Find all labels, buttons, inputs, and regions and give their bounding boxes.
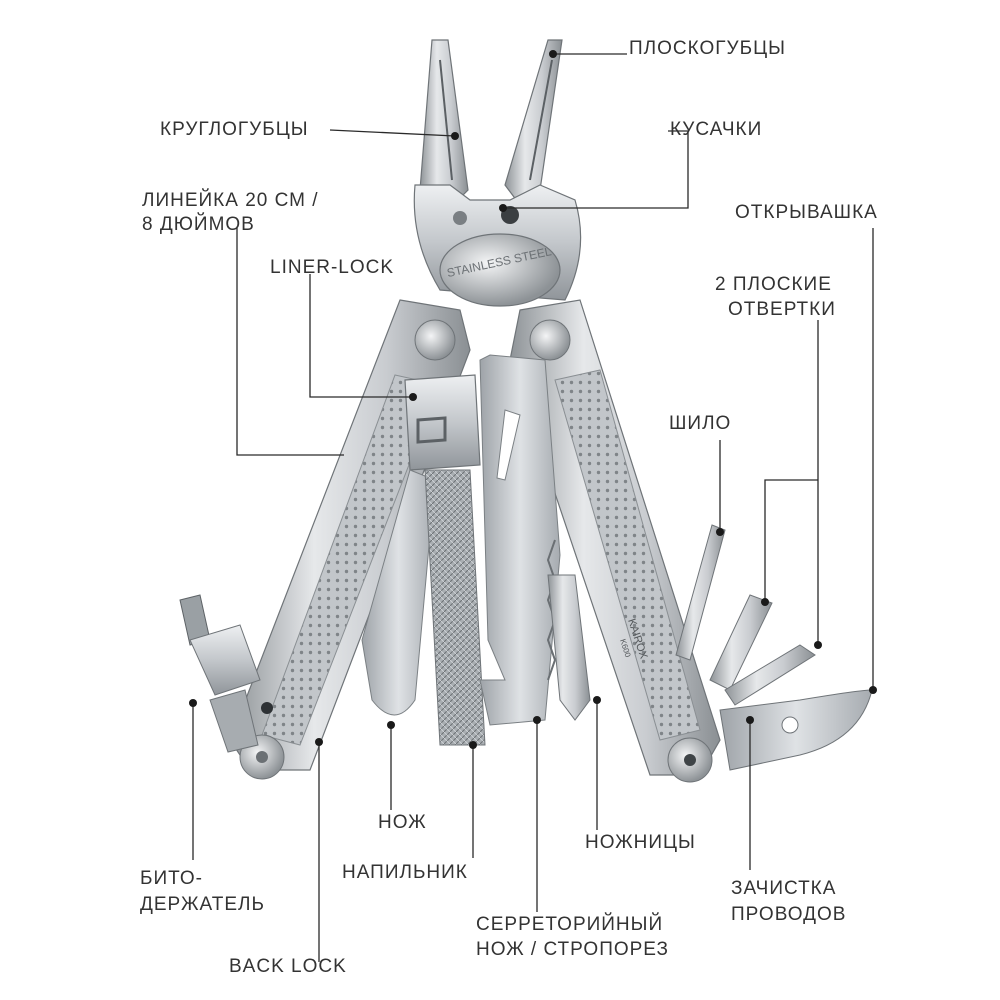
label-cutters: КУСАЧКИ [670,119,763,140]
liner-lock-plate [404,374,481,471]
label-knife: НОЖ [378,812,427,833]
label-awl: ШИЛО [669,413,732,434]
label-round-pliers: КРУГЛОГУБЦЫ [160,119,309,140]
screwdriver-small [724,644,816,706]
plier-jaws: STAINLESS STEEL [413,39,582,307]
bit-holder [179,594,261,753]
label-serrated-line2: НОЖ / СТРОПОРЕЗ [476,939,670,960]
multitool-illustration: STAINLESS STEEL KAIROX K600 [179,39,873,783]
awl [675,524,726,661]
file-tool [424,469,486,746]
label-serrated-line1: СЕРРЕТОРИЙНЫЙ [476,914,664,935]
label-pliers: ПЛОСКОГУБЦЫ [629,38,786,59]
label-back-lock: BACK LOCK [229,956,347,977]
label-wire-stripper-line2: ПРОВОДОВ [731,904,847,925]
scissors [547,574,591,721]
tool-fan [675,524,873,771]
leader-lines [189,50,877,962]
label-screwdrivers-line1: 2 ПЛОСКИЕ [715,274,832,295]
label-liner-lock: LINER-LOCK [270,257,395,278]
label-ruler-line2: 8 ДЮЙМОВ [142,214,255,235]
label-wire-stripper-line1: ЗАЧИСТКА [731,878,837,899]
label-ruler-line1: ЛИНЕЙКА 20 СМ / [142,190,319,211]
serrated-blade [479,354,561,726]
label-bit-holder-line2: ДЕРЖАТЕЛЬ [140,894,265,915]
knife-blade [361,469,436,716]
head-pivot [439,233,561,307]
label-scissors: НОЖНИЦЫ [585,832,696,853]
label-bit-holder-line1: БИТО- [140,868,203,889]
label-bottle-opener: ОТКРЫВАШКА [735,202,878,223]
label-file: НАПИЛЬНИК [342,862,468,883]
label-screwdrivers-line2: ОТВЕРТКИ [728,299,836,320]
